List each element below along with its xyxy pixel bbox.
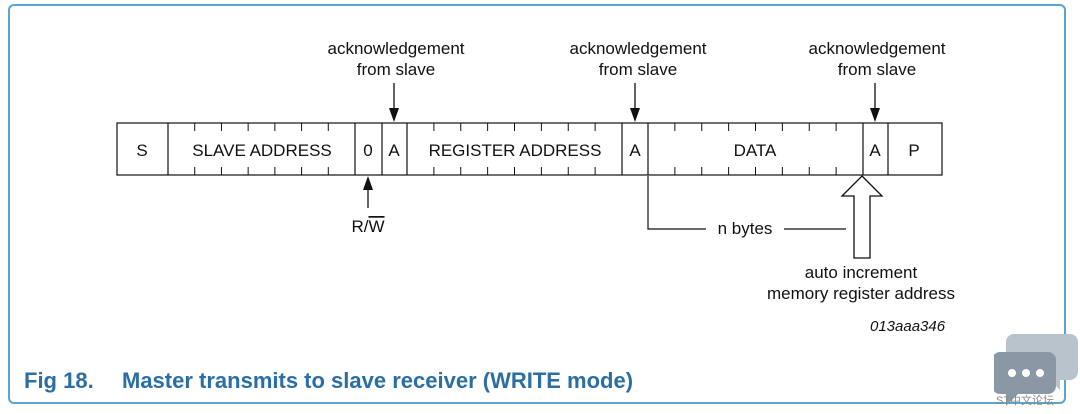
field-ack-1: A (388, 141, 400, 160)
auto-increment-line-2: memory register address (767, 284, 955, 303)
ack-arrowhead-3 (870, 108, 880, 122)
field-rw-bit: 0 (363, 141, 372, 160)
field-ack-3: A (869, 141, 881, 160)
ack-label-1-line-2: from slave (357, 60, 435, 79)
field-data: DATA (734, 141, 777, 160)
figure-caption: Fig 18. Master transmits to slave receive… (24, 368, 633, 394)
ack-label-3-line-2: from slave (838, 60, 916, 79)
ack-arrowhead-1 (389, 108, 399, 122)
auto-increment-arrow (840, 175, 884, 259)
caption-title: Master transmits to slave receiver (WRIT… (122, 368, 634, 393)
watermark-text: ST中文论坛 (996, 395, 1055, 407)
ack-label-2-line-2: from slave (599, 60, 677, 79)
rw-overlined-w: W (368, 217, 384, 236)
field-ack-2: A (629, 141, 641, 160)
ack-label-3-line-1: acknowledgement (808, 39, 945, 58)
n-bytes-label: n bytes (718, 219, 773, 238)
ack-arrowhead-2 (630, 108, 640, 122)
figure-id: 013aaa346 (870, 318, 946, 335)
field-separators (167, 123, 889, 175)
field-s: S (136, 141, 147, 160)
n-bytes-bracket (647, 176, 846, 230)
figure-frame (8, 4, 1066, 404)
frame-outline (116, 122, 943, 176)
field-p: P (908, 141, 919, 160)
field-register-address: REGISTER ADDRESS (429, 141, 602, 160)
rw-arrowhead (363, 176, 373, 190)
speech-bubble-icon (994, 334, 1078, 406)
ack-label-2-line-1: acknowledgement (569, 39, 706, 58)
ack-label-1-line-1: acknowledgement (327, 39, 464, 58)
rw-label: R/W (351, 217, 384, 236)
caption-number: Fig 18. (24, 368, 94, 393)
field-slave-address: SLAVE ADDRESS (192, 141, 332, 160)
bit-ticks (194, 123, 837, 175)
auto-increment-line-1: auto increment (805, 263, 918, 282)
